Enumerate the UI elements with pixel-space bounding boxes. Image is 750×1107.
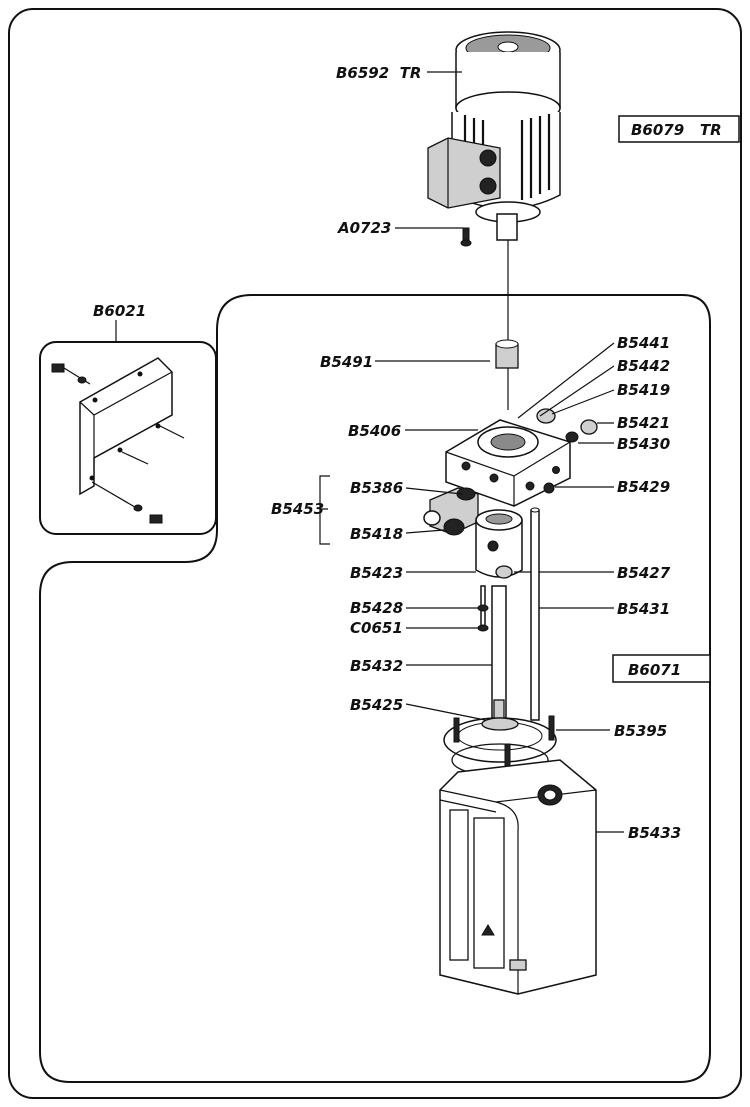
p5421-label: B5421 <box>617 414 670 432</box>
bracket-detail-frame <box>39 341 217 535</box>
screw-a-label: A0723 <box>337 219 391 237</box>
return-pipe-drawing <box>530 507 540 721</box>
central-block-label: B5406 <box>348 422 401 440</box>
pump-screws-drawing <box>477 585 489 632</box>
valve-group-label: B5453 <box>271 500 324 518</box>
motor-kit-label: B6079 TR <box>631 121 722 139</box>
p5442-label: B5442 <box>617 357 670 375</box>
p5425-label: B5425 <box>350 696 403 714</box>
coupling-label: B5491 <box>320 353 373 371</box>
p5428-label: B5428 <box>350 599 403 617</box>
valve-group-drawing <box>423 487 479 536</box>
coupling-drawing <box>495 339 519 410</box>
p5418-label: B5418 <box>350 525 403 543</box>
motor-label: B6592 TR <box>336 64 421 82</box>
p5419-label: B5419 <box>617 381 670 399</box>
c0651-label: C0651 <box>350 619 403 637</box>
tank-label: B5433 <box>628 824 681 842</box>
p5427-label: B5427 <box>617 564 671 582</box>
power-unit-label: B6071 <box>628 661 681 679</box>
power-unit-label-box <box>612 654 711 683</box>
p5431-label: B5431 <box>617 600 670 618</box>
tank-drawing <box>439 759 597 995</box>
p5423-label: B5423 <box>350 564 403 582</box>
p5429-label: B5429 <box>617 478 670 496</box>
p5430-label: B5430 <box>617 435 670 453</box>
pump-drawing <box>475 509 523 579</box>
motor-drawing <box>427 31 561 340</box>
screw-a-drawing <box>460 227 472 247</box>
tank-flange-drawing <box>443 715 557 777</box>
p5395-label: B5395 <box>614 722 667 740</box>
central-block-drawing <box>445 408 598 507</box>
bracket-drawing <box>51 357 185 524</box>
motor-kit-label-box <box>618 115 740 143</box>
p5432-label: B5432 <box>350 657 403 675</box>
power-unit-frame <box>39 294 711 1083</box>
p5386-label: B5386 <box>350 479 403 497</box>
p5441-label: B5441 <box>617 334 670 352</box>
suction-pipe-drawing <box>491 585 507 721</box>
bracket-label: B6021 <box>93 302 146 320</box>
outer-frame <box>8 8 742 1099</box>
